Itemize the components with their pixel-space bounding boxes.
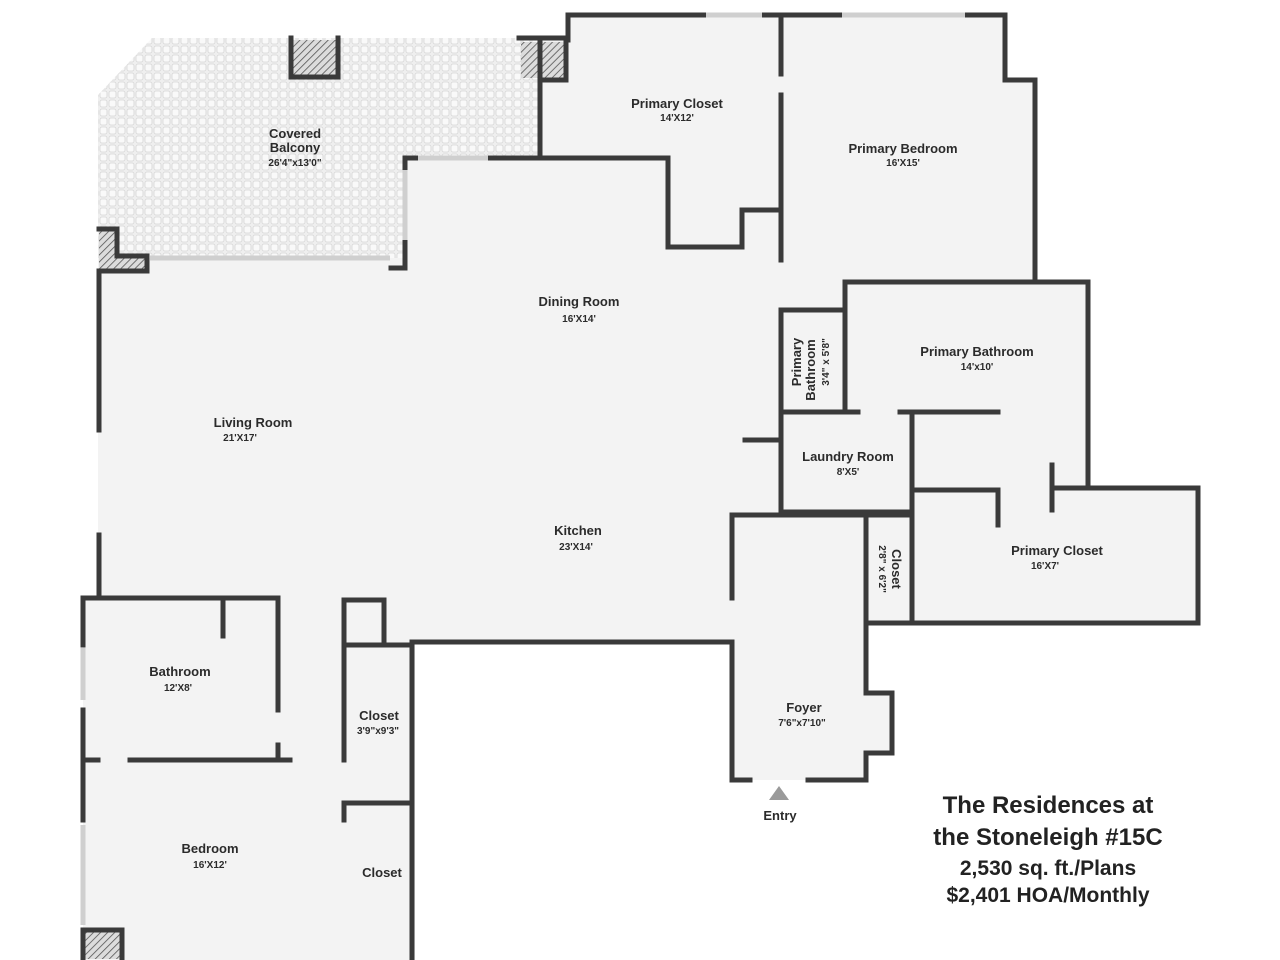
info-hoa: $2,401 HOA/Monthly	[946, 884, 1150, 907]
closet-small-dims: 2'8" x 6'2"	[876, 545, 887, 593]
living-room-dims: 21'X17'	[223, 433, 257, 444]
primary-bathroom-small-dims: 3'4" x 5'8"	[821, 338, 832, 386]
primary-closet-top-dims: 14'X12'	[660, 113, 694, 124]
foyer-floor	[732, 515, 866, 780]
bathroom-name: Bathroom	[149, 664, 210, 679]
bedroom-name: Bedroom	[181, 841, 238, 856]
primary-bathroom-dims: 14'x10'	[961, 362, 994, 373]
room-labels: Covered Balcony 26'4"x13'0" Primary Clos…	[149, 96, 1103, 880]
column-hatch	[293, 40, 337, 75]
dining-room-dims: 16'X14'	[562, 314, 596, 325]
closet-mid-dims: 3'9"x9'3"	[357, 726, 399, 737]
main-floor	[83, 158, 781, 960]
primary-closet-top-name: Primary Closet	[631, 96, 723, 111]
info-sqft: 2,530 sq. ft./Plans	[959, 857, 1137, 880]
bathroom-dims: 12'X8'	[164, 683, 192, 694]
bedroom-dims: 16'X12'	[193, 860, 227, 871]
primary-bathroom-name: Primary Bathroom	[920, 344, 1033, 359]
primary-bedroom-floor	[781, 15, 1035, 310]
foyer-closet-floor	[866, 693, 892, 753]
kitchen-name: Kitchen	[554, 523, 602, 538]
column-hatch	[99, 229, 147, 271]
closet-mid-name: Closet	[359, 708, 399, 723]
east-wing-floor	[781, 282, 1198, 623]
balcony-name-line2: Balcony	[270, 140, 321, 155]
column-hatch	[85, 930, 122, 959]
closet-bottom-name: Closet	[362, 865, 402, 880]
column-hatch	[521, 42, 566, 78]
structural-columns	[85, 40, 566, 959]
windows	[80, 12, 965, 925]
primary-bathroom-small-name-line2: Bathroom	[803, 339, 818, 400]
kitchen-dims: 23'X14'	[559, 542, 593, 553]
primary-closet-right-dims: 16'X7'	[1031, 561, 1059, 572]
laundry-room-dims: 8'X5'	[837, 467, 860, 478]
primary-closet-right-name: Primary Closet	[1011, 543, 1103, 558]
balcony-floor	[98, 38, 538, 258]
info-title-line2: the Stoneleigh #15C	[933, 824, 1163, 851]
primary-bedroom-dims: 16'X15'	[886, 158, 920, 169]
foyer-name: Foyer	[786, 700, 821, 715]
primary-bedroom-name: Primary Bedroom	[848, 141, 957, 156]
primary-bathroom-small-name: Primary	[789, 337, 804, 386]
info-title-line1: The Residences at	[942, 792, 1154, 819]
primary-closet-floor	[538, 15, 781, 245]
balcony-name-line1: Covered	[269, 126, 321, 141]
laundry-room-name: Laundry Room	[802, 449, 894, 464]
living-room-name: Living Room	[214, 415, 293, 430]
dining-room-name: Dining Room	[539, 294, 620, 309]
foyer-dims: 7'6"x7'10"	[778, 718, 826, 729]
walls	[80, 12, 1201, 960]
entry-arrow-icon	[769, 786, 789, 800]
balcony-dims: 26'4"x13'0"	[268, 158, 321, 169]
entry-label: Entry	[763, 808, 797, 823]
closet-small-name: Closet	[889, 549, 904, 589]
